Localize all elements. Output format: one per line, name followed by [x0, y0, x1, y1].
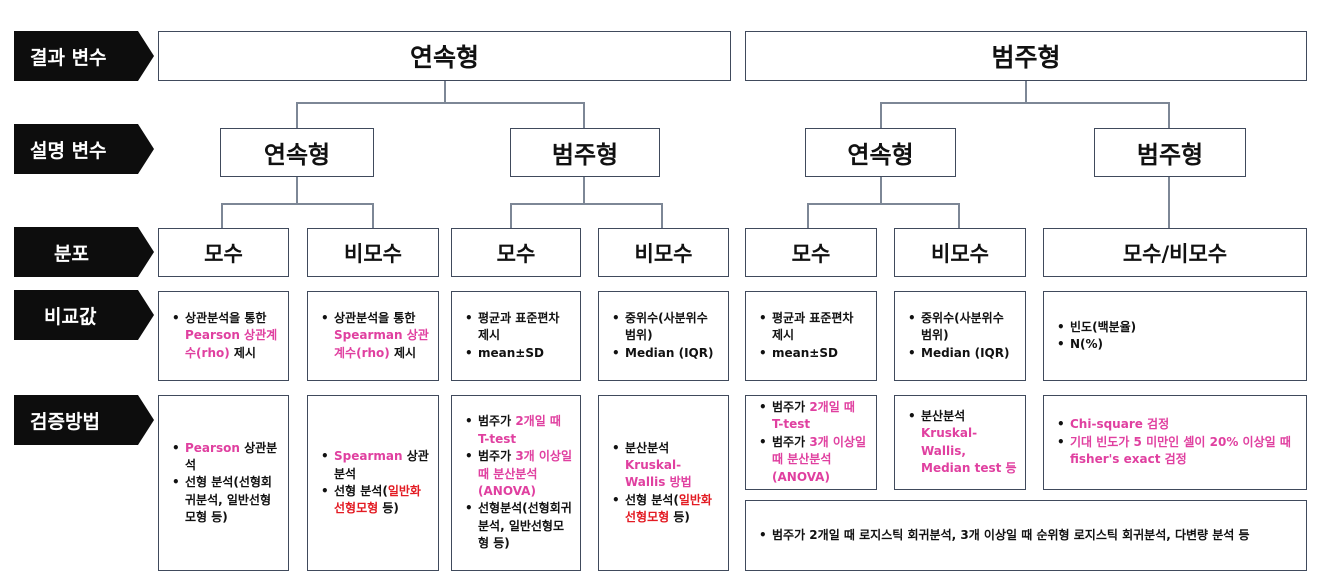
test-item: Pearson 상관분석 [172, 440, 280, 475]
row-tag-test: 검증방법 [14, 395, 154, 445]
connector-line [296, 102, 298, 128]
connector-line [807, 203, 809, 229]
comparison-item: 평균과 표준편차 제시 [759, 310, 868, 345]
row-tag-test-label: 검증방법 [30, 410, 100, 433]
row-tag-outcome-label: 결과 변수 [30, 46, 107, 69]
row-tag-distribution-label: 분포 [54, 242, 89, 265]
distribution-label: 모수 [496, 241, 536, 266]
test-item: 선형 분석(일반화선형모형 등) [612, 492, 720, 527]
test-item: 선형분석(선형회귀분석, 일반선형모형 등) [465, 500, 572, 552]
comparison-item: N(%) [1057, 336, 1136, 354]
test-method-cell: 분산분석 Kruskal-Wallis, Median test 등 [894, 395, 1026, 490]
comparison-item: mean±SD [759, 345, 868, 363]
distribution-label: 모수/비모수 [1122, 241, 1228, 266]
comparison-cell: 중위수(사분위수 범위)Median (IQR) [598, 291, 729, 381]
connector-line [510, 203, 512, 229]
test-method-cell: Chi-square 검정 기대 빈도가 5 미만인 셀이 20% 이상일 때 … [1043, 395, 1307, 490]
explanatory-continuous-label: 연속형 [263, 141, 331, 169]
test-item: 범주가 2개일 때 T-test [759, 399, 868, 434]
distribution-parametric-box: 모수 [745, 228, 877, 277]
test-item: 기대 빈도가 5 미만인 셀이 20% 이상일 때 fisher's exact… [1057, 434, 1298, 469]
distribution-label: 비모수 [931, 241, 989, 266]
comparison-cell: 상관분석을 통한 Pearson 상관계수(rho) 제시 [158, 291, 289, 381]
comparison-cell: 평균과 표준편차 제시mean±SD [745, 291, 877, 381]
test-item: 선형 분석(선형회귀분석, 일반선형모형 등) [172, 474, 280, 526]
outcome-continuous-label: 연속형 [409, 43, 479, 72]
explanatory-categorical-box: 범주형 [1094, 128, 1246, 177]
distribution-parametric-box: 모수 [158, 228, 289, 277]
test-item: 선형 분석(일반화선형모형 등) [321, 483, 430, 518]
row-tag-distribution: 분포 [14, 227, 154, 277]
outcome-continuous-box: 연속형 [158, 31, 731, 81]
test-method-cell: 범주가 2개일 때 T-test 범주가 3개 이상일 때 분산분석(ANOVA… [451, 395, 581, 571]
connector-line [1025, 81, 1027, 103]
row-tag-explanatory: 설명 변수 [14, 124, 154, 174]
test-item: Spearman 상관 분석 [321, 448, 430, 483]
connector-line [296, 177, 298, 203]
connector-line [1168, 102, 1170, 128]
distribution-label: 모수 [791, 241, 831, 266]
comparison-item: 빈도(백분율) [1057, 319, 1136, 337]
test-item: 범주가 2개일 때 로지스틱 회귀분석, 3개 이상일 때 순위형 로지스틱 회… [759, 527, 1250, 545]
connector-line [372, 203, 374, 229]
row-tag-comparison: 비교값 [14, 290, 154, 340]
test-item: 범주가 3개 이상일 때 분산분석(ANOVA) [465, 448, 572, 500]
connector-line [807, 203, 959, 205]
distribution-nonparametric-box: 비모수 [307, 228, 439, 277]
comparison-item: 중위수(사분위수 범위) [612, 310, 720, 345]
distribution-nonparametric-box: 비모수 [598, 228, 729, 277]
connector-line [583, 177, 585, 203]
test-method-cell: Spearman 상관 분석 선형 분석(일반화선형모형 등) [307, 395, 439, 571]
explanatory-continuous-label: 연속형 [847, 141, 914, 169]
test-method-cell: Pearson 상관분석 선형 분석(선형회귀분석, 일반선형모형 등) [158, 395, 289, 571]
connector-line [221, 203, 373, 205]
test-method-cell: 분산분석 Kruskal-Wallis 방법 선형 분석(일반화선형모형 등) [598, 395, 729, 571]
connector-line [661, 203, 663, 229]
outcome-categorical-label: 범주형 [991, 43, 1061, 72]
comparison-item: 상관분석을 통한 Spearman 상관계수(rho) 제시 [321, 310, 430, 362]
explanatory-categorical-label: 범주형 [1136, 141, 1204, 169]
connector-line [880, 102, 1169, 104]
comparison-cell: 빈도(백분율)N(%) [1043, 291, 1307, 381]
comparison-cell: 상관분석을 통한 Spearman 상관계수(rho) 제시 [307, 291, 439, 381]
connector-line [444, 81, 446, 103]
connector-line [583, 102, 585, 128]
connector-line [1168, 177, 1170, 228]
distribution-both-box: 모수/비모수 [1043, 228, 1307, 277]
explanatory-continuous-box: 연속형 [220, 128, 374, 177]
test-method-cell: 범주가 2개일 때 로지스틱 회귀분석, 3개 이상일 때 순위형 로지스틱 회… [745, 500, 1307, 571]
distribution-parametric-box: 모수 [451, 228, 581, 277]
distribution-label: 비모수 [634, 241, 693, 266]
explanatory-categorical-label: 범주형 [551, 141, 619, 169]
distribution-nonparametric-box: 비모수 [894, 228, 1026, 277]
connector-line [296, 102, 584, 104]
test-item: 범주가 3개 이상일 때 분산분석(ANOVA) [759, 434, 868, 486]
test-item: 범주가 2개일 때 T-test [465, 413, 572, 448]
connector-line [958, 203, 960, 229]
comparison-cell: 중위수(사분위수 범위)Median (IQR) [894, 291, 1026, 381]
connector-line [880, 102, 882, 128]
comparison-item: 평균과 표준편차 제시 [465, 310, 572, 345]
explanatory-continuous-box: 연속형 [805, 128, 956, 177]
explanatory-categorical-box: 범주형 [510, 128, 660, 177]
row-tag-outcome: 결과 변수 [14, 31, 154, 81]
comparison-item: Median (IQR) [908, 345, 1017, 363]
comparison-item: 중위수(사분위수 범위) [908, 310, 1017, 345]
connector-line [510, 203, 662, 205]
test-item: 분산분석 Kruskal-Wallis, Median test 등 [908, 408, 1017, 478]
connector-line [880, 177, 882, 203]
comparison-item: mean±SD [465, 345, 572, 363]
comparison-item: 상관분석을 통한 Pearson 상관계수(rho) 제시 [172, 310, 280, 362]
comparison-cell: 평균과 표준편차 제시mean±SD [451, 291, 581, 381]
row-tag-comparison-label: 비교값 [44, 305, 97, 328]
test-method-cell: 범주가 2개일 때 T-test 범주가 3개 이상일 때 분산분석(ANOVA… [745, 395, 877, 490]
test-item: Chi-square 검정 [1057, 416, 1298, 434]
connector-line [221, 203, 223, 229]
distribution-label: 모수 [204, 241, 243, 266]
outcome-categorical-box: 범주형 [745, 31, 1307, 81]
comparison-item: Median (IQR) [612, 345, 720, 363]
distribution-label: 비모수 [344, 241, 402, 266]
test-item: 분산분석 Kruskal-Wallis 방법 [612, 440, 720, 492]
row-tag-explanatory-label: 설명 변수 [30, 139, 107, 162]
